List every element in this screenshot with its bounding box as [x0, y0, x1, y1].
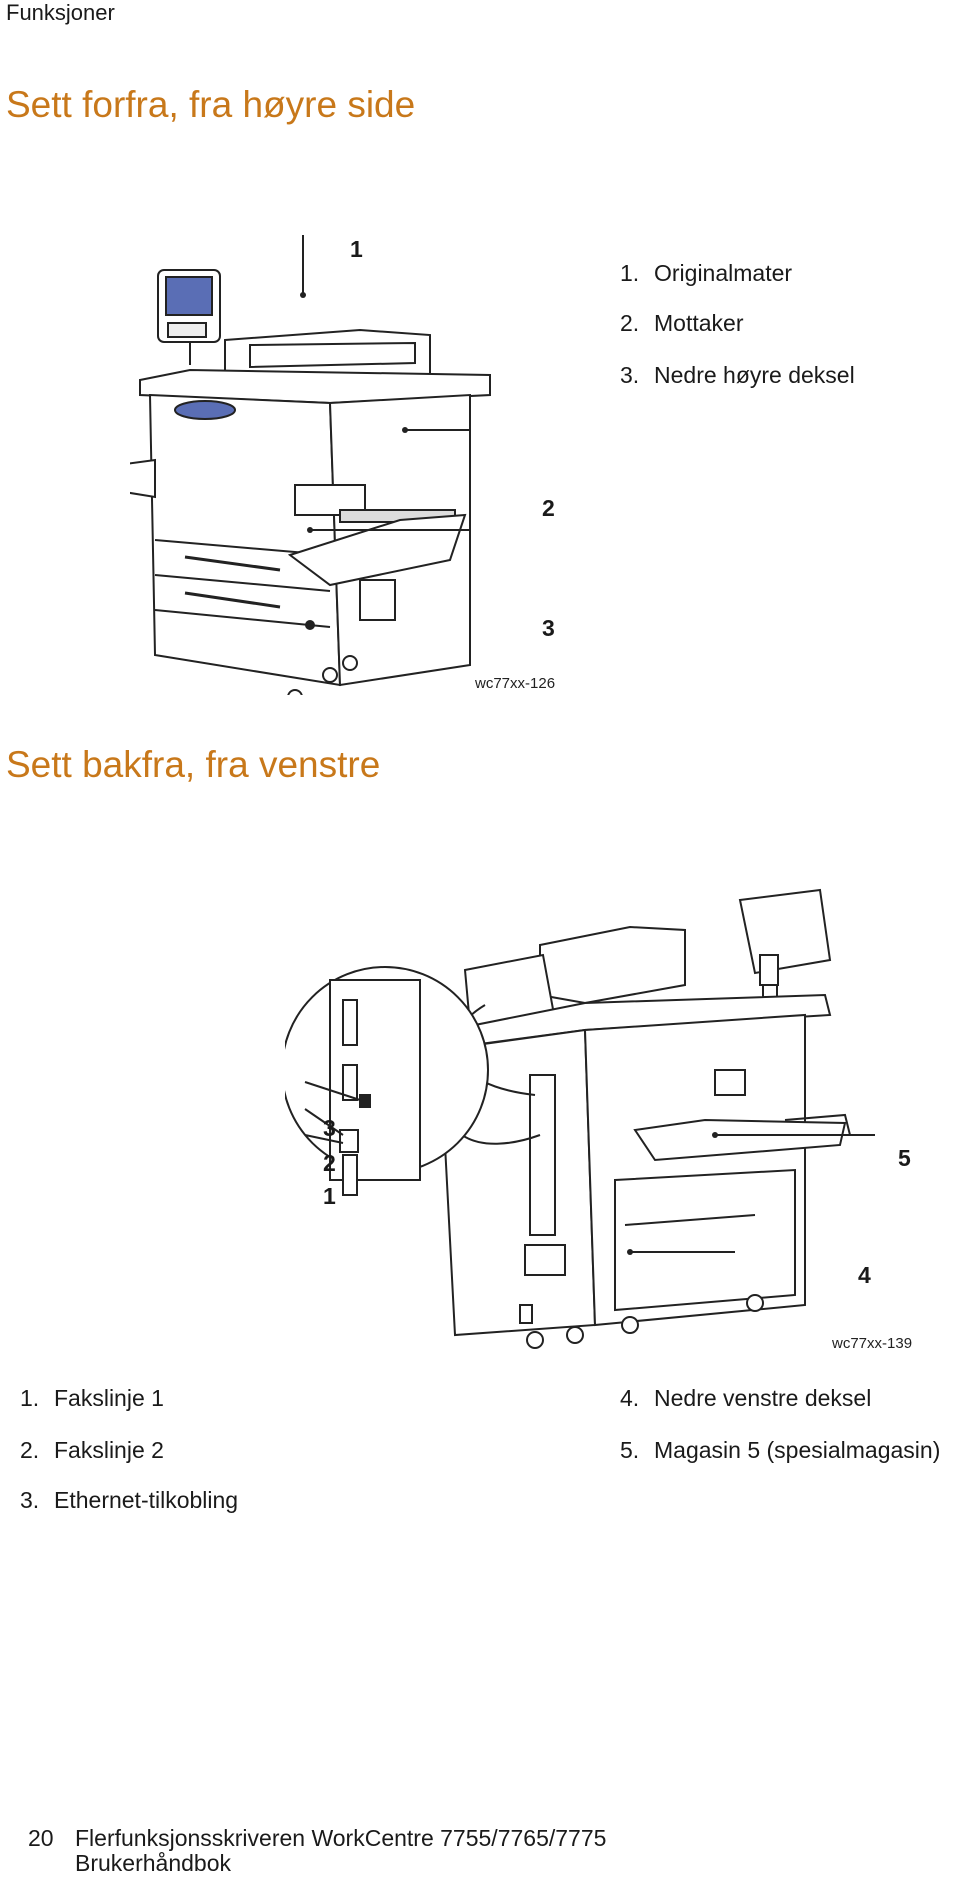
rear-callout-1: 1	[323, 1183, 336, 1209]
rear-legend-item: 1.Fakslinje 1	[20, 1385, 164, 1411]
rear-legend-item: 4.Nedre venstre deksel	[620, 1385, 872, 1411]
page-number: 20	[28, 1825, 54, 1851]
footer-title: Flerfunksjonsskriveren WorkCentre 7755/7…	[75, 1825, 607, 1851]
front-callout-2: 2	[542, 495, 555, 521]
front-figure-code: wc77xx-126	[475, 675, 556, 692]
front-view-title: Sett forfra, fra høyre side	[6, 84, 416, 125]
rear-view-printer-illustration	[285, 888, 875, 1349]
rear-legend-item: 3.Ethernet-tilkobling	[20, 1487, 239, 1513]
rear-callout-4: 4	[858, 1262, 871, 1288]
front-view-printer-illustration	[130, 235, 491, 695]
front-legend-item: 3.Nedre høyre deksel	[620, 362, 855, 388]
running-header: Funksjoner	[6, 0, 115, 25]
rear-legend-item: 2.Fakslinje 2	[20, 1437, 164, 1463]
rear-callout-3: 3	[323, 1115, 336, 1141]
footer-subtitle: Brukerhåndbok	[75, 1850, 231, 1876]
front-legend-item: 1.Originalmater	[620, 260, 793, 286]
front-callout-3: 3	[542, 615, 555, 641]
front-callout-1: 1	[350, 236, 363, 262]
rear-figure-code: wc77xx-139	[832, 1335, 913, 1352]
rear-view-title: Sett bakfra, fra venstre	[6, 744, 381, 785]
rear-legend-item: 5.Magasin 5 (spesialmagasin)	[620, 1437, 941, 1463]
rear-callout-5: 5	[898, 1145, 911, 1171]
rear-callout-2: 2	[323, 1150, 336, 1176]
front-legend-item: 2.Mottaker	[620, 310, 744, 336]
